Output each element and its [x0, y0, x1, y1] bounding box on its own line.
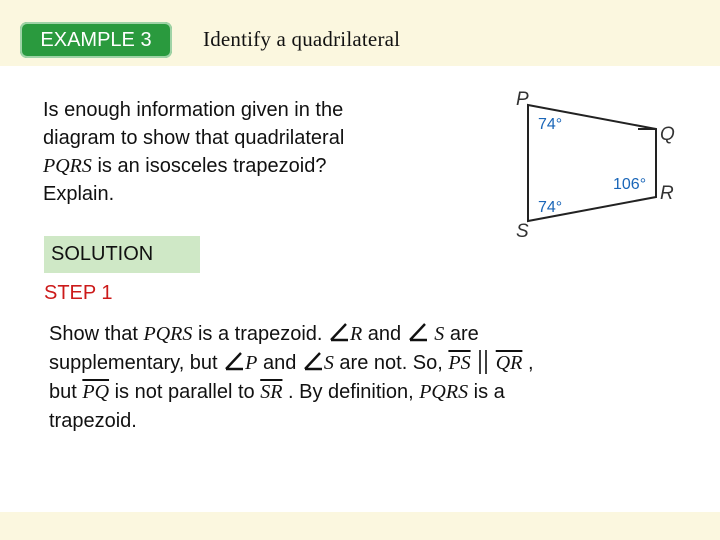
question-line: PQRS is an isosceles trapezoid? — [43, 152, 463, 180]
angle-p-name: P — [245, 352, 258, 374]
segment-ps: PS — [448, 352, 471, 374]
vertex-s-label: S — [516, 221, 529, 242]
solution-fragment: supplementary, but — [49, 352, 224, 374]
solution-fragment: , — [522, 352, 534, 374]
solution-fragment: but — [49, 381, 83, 403]
solution-fragment: Show that — [49, 323, 144, 345]
question-line: Explain. — [43, 183, 115, 205]
question-line: Is enough information given in the — [43, 99, 344, 121]
angle-icon — [330, 323, 349, 342]
segment-pq: PQ — [82, 381, 110, 403]
quadrilateral-name: PQRS — [43, 155, 92, 177]
parallel-icon — [479, 350, 487, 374]
solution-fragment: are — [444, 323, 479, 345]
step-label: STEP 1 — [44, 282, 113, 304]
vertex-q-label: Q — [660, 124, 675, 145]
segment-qr: QR — [495, 352, 523, 374]
question-line: diagram to show that quadrilateral — [43, 127, 345, 149]
footer-band — [0, 512, 720, 540]
segment-sr: SR — [260, 381, 283, 403]
angle-s-label: 74° — [538, 199, 562, 216]
question-text: Is enough information given in the diagr… — [43, 96, 463, 208]
solution-line: Show that PQRS is a trapezoid. R and S a… — [49, 320, 669, 349]
solution-fragment: is a — [468, 381, 505, 403]
angle-r-label: 106° — [613, 176, 646, 193]
trapezoid-shape — [527, 103, 657, 223]
solution-fragment: are not. So, — [333, 352, 449, 374]
angle-r-name: R — [350, 323, 363, 345]
trapezoid-diagram: P Q R S 74° 74° 106° — [516, 89, 675, 242]
angle-icon — [303, 352, 322, 371]
solution-line: trapezoid. — [49, 410, 137, 432]
solution-fragment: . By definition, — [282, 381, 420, 403]
angle-s-name: S — [434, 323, 445, 345]
example-title: Identify a quadrilateral — [203, 27, 401, 51]
solution-line: but PQ is not parallel to SR . By defini… — [49, 378, 669, 407]
solution-fragment: is not parallel to — [109, 381, 261, 403]
angle-icon — [225, 352, 244, 371]
example-badge: EXAMPLE 3 — [20, 22, 172, 58]
solution-label: SOLUTION — [51, 243, 154, 265]
solution-fragment: and — [257, 352, 302, 374]
vertex-p-label: P — [516, 89, 529, 110]
solution-fragment: is a trapezoid. — [192, 323, 329, 345]
quadrilateral-name: PQRS — [143, 323, 193, 345]
solution-line: supplementary, but P and S are not. So, … — [49, 349, 669, 378]
vertex-r-label: R — [660, 183, 674, 204]
question-fragment: is an isosceles trapezoid? — [91, 155, 327, 177]
angle-icon — [408, 323, 427, 342]
quadrilateral-name: PQRS — [419, 381, 469, 403]
solution-fragment: and — [362, 323, 407, 345]
angle-p-label: 74° — [538, 116, 562, 133]
solution-box — [44, 236, 200, 273]
angle-s-name: S — [323, 352, 334, 374]
solution-body: Show that PQRS is a trapezoid. R and S a… — [49, 320, 669, 436]
